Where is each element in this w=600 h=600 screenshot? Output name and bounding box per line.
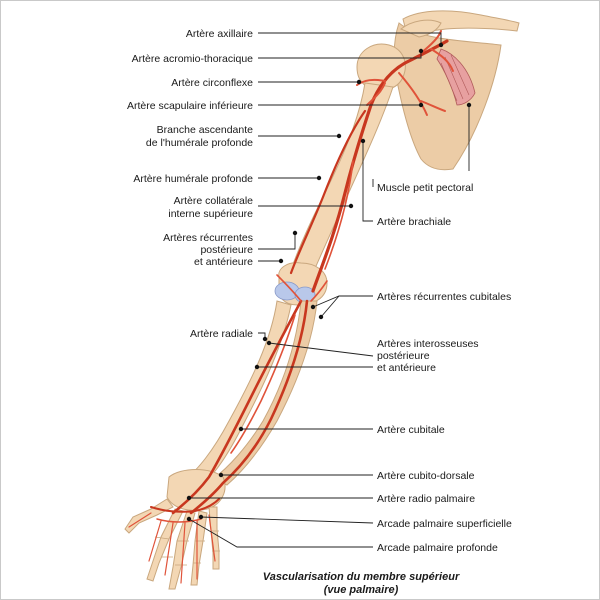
label-circonflexe: Artère circonflexe bbox=[171, 77, 253, 89]
label-radio-palmaire: Artère radio palmaire bbox=[377, 493, 475, 505]
label-cubito-dorsale: Artère cubito-dorsale bbox=[377, 470, 475, 482]
label-interosseuses-1: Artères interosseuses bbox=[377, 338, 479, 350]
label-radiale: Artère radiale bbox=[190, 328, 253, 340]
label-petit-pectoral: Muscle petit pectoral bbox=[377, 182, 473, 194]
label-recurrentes-2: postérieure bbox=[200, 244, 253, 256]
label-collaterale-2: interne supérieure bbox=[168, 208, 253, 220]
label-collaterale-1: Artère collatérale bbox=[174, 195, 254, 207]
label-arcade-superficielle: Arcade palmaire superficielle bbox=[377, 518, 512, 530]
humerus bbox=[279, 44, 406, 305]
caption-title: Vascularisation du membre supérieur bbox=[263, 571, 460, 583]
left-labels: Artère axillaire Artère acromio-thoraciq… bbox=[127, 28, 253, 340]
label-branche-ascendante-2: de l'humérale profonde bbox=[146, 137, 253, 149]
little-finger-bones bbox=[209, 507, 219, 569]
ring-finger-bones bbox=[191, 511, 207, 585]
label-branche-ascendante-1: Branche ascendante bbox=[157, 124, 253, 136]
label-acromio-thoracique: Artère acromio-thoracique bbox=[132, 53, 254, 65]
label-humerale-profonde: Artère humérale profonde bbox=[133, 173, 253, 185]
label-recurrentes-1: Artères récurrentes bbox=[163, 232, 253, 244]
hand-bones bbox=[125, 470, 225, 590]
label-arcade-profonde: Arcade palmaire profonde bbox=[377, 542, 498, 554]
label-recurrentes-3: et antérieure bbox=[194, 256, 253, 268]
label-interosseuses-3: et antérieure bbox=[377, 362, 436, 374]
right-labels: Muscle petit pectoral Artère brachiale A… bbox=[377, 182, 512, 554]
label-interosseuses-2: postérieure bbox=[377, 350, 430, 362]
label-brachiale: Artère brachiale bbox=[377, 216, 451, 228]
label-arteria-axillaire: Artère axillaire bbox=[186, 28, 253, 40]
label-recurrentes-cubitales: Artères récurrentes cubitales bbox=[377, 291, 511, 303]
label-cubitale: Artère cubitale bbox=[377, 424, 445, 436]
scapula bbox=[394, 23, 501, 170]
caption: Vascularisation du membre supérieur (vue… bbox=[263, 571, 460, 596]
caption-subtitle: (vue palmaire) bbox=[324, 584, 399, 596]
label-scapulaire-inferieure: Artère scapulaire inférieure bbox=[127, 100, 253, 112]
